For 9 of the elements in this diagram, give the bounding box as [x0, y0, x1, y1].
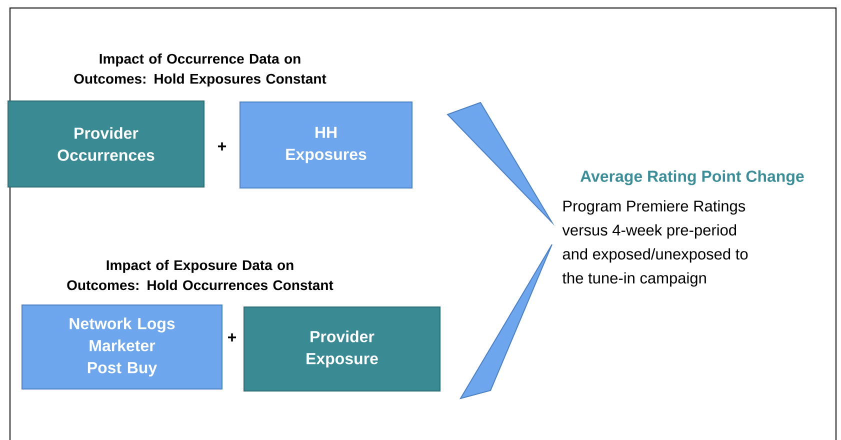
data-box: Network Logs Marketer Post Buy	[22, 304, 222, 390]
heading: Impact of Exposure Data on Outcomes: Hold Occurrences Constant	[67, 260, 334, 290]
plus-sign: +	[228, 333, 236, 342]
heading: Impact of Occurrence Data on Outcomes: Hold Exposures Constant	[74, 53, 326, 87]
data-box: Provider Exposure	[244, 306, 440, 392]
data-box: HH Exposures	[240, 102, 412, 188]
plus-sign: +	[218, 142, 226, 150]
result-text: Average Rating Point Change Program Premiere Ratings versus 4-week pre-period and exposed/unexposed to the tune-in campaign	[562, 170, 804, 287]
data-box: Provider Occurrences	[8, 100, 204, 188]
